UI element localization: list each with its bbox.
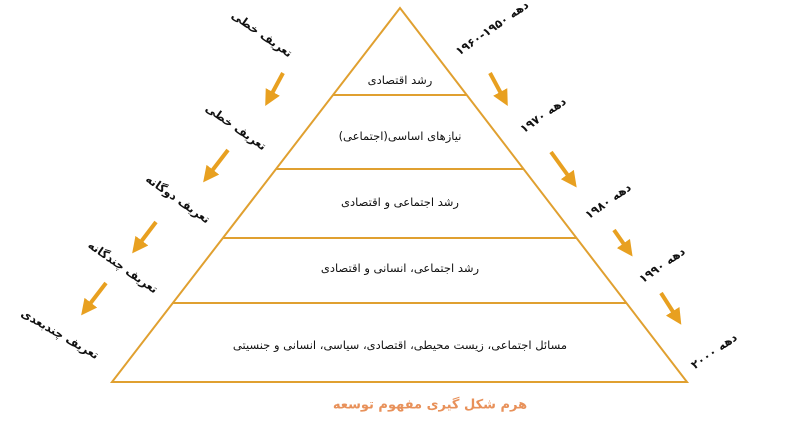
tier-label-basic-needs: نیازهای اساسی(اجتماعی) — [338, 129, 462, 143]
arrow-down-right-icon — [549, 150, 577, 188]
tier-label-social-human-economic-growth: رشد اجتماعی، انسانی و اقتصادی — [320, 261, 480, 275]
arrow-down-right-icon — [612, 228, 633, 257]
arrow-down-left-icon — [203, 148, 230, 183]
pyramid-outline — [109, 6, 690, 383]
diagram-caption: هرم شکل گیری مفهوم توسعه — [332, 397, 528, 413]
tier-label-multidimensional-issues: مسائل اجتماعی، زیست محیطی، اقتصادی، سیاس… — [232, 338, 568, 352]
tier-label-social-economic-growth: رشد اجتماعی و اقتصادی — [341, 195, 459, 209]
arrow-down-right-icon — [488, 72, 508, 107]
arrow-down-left-icon — [265, 72, 285, 107]
tier-label-economic-growth: رشد اقتصادی — [367, 73, 433, 87]
arrow-down-left-icon — [132, 220, 158, 254]
arrow-down-right-icon — [659, 291, 682, 325]
arrow-down-left-icon — [81, 281, 108, 316]
